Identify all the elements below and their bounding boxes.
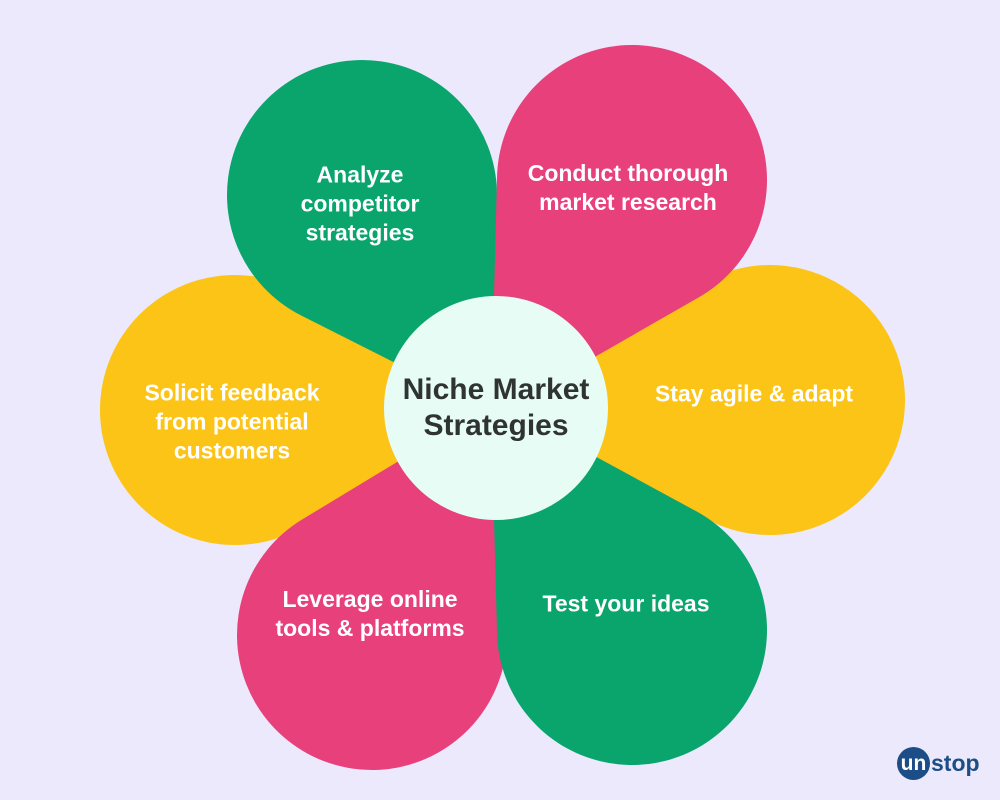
petal-label-solicit-feedback: Solicit feedback from potential customer… [144, 379, 320, 464]
unstop-logo: un stop [897, 747, 980, 780]
petal-label-leverage-tools: Leverage online tools & platforms [275, 586, 465, 641]
petal-stay-agile [486, 265, 906, 535]
petal-label-stay-agile: Stay agile & adapt [654, 380, 854, 407]
logo-mark: un [897, 747, 930, 780]
logo-text: stop [931, 750, 980, 776]
center-title: Niche Market Strategies [402, 373, 590, 442]
petal-label-test-ideas: Test your ideas [542, 590, 710, 617]
petal-label-analyze-competitors: Analyze competitor strategies [300, 161, 420, 246]
petal-label-market-research: Conduct thorough market research [527, 160, 729, 215]
petal-solicit-feedback [100, 274, 506, 545]
center-circle [384, 296, 608, 520]
